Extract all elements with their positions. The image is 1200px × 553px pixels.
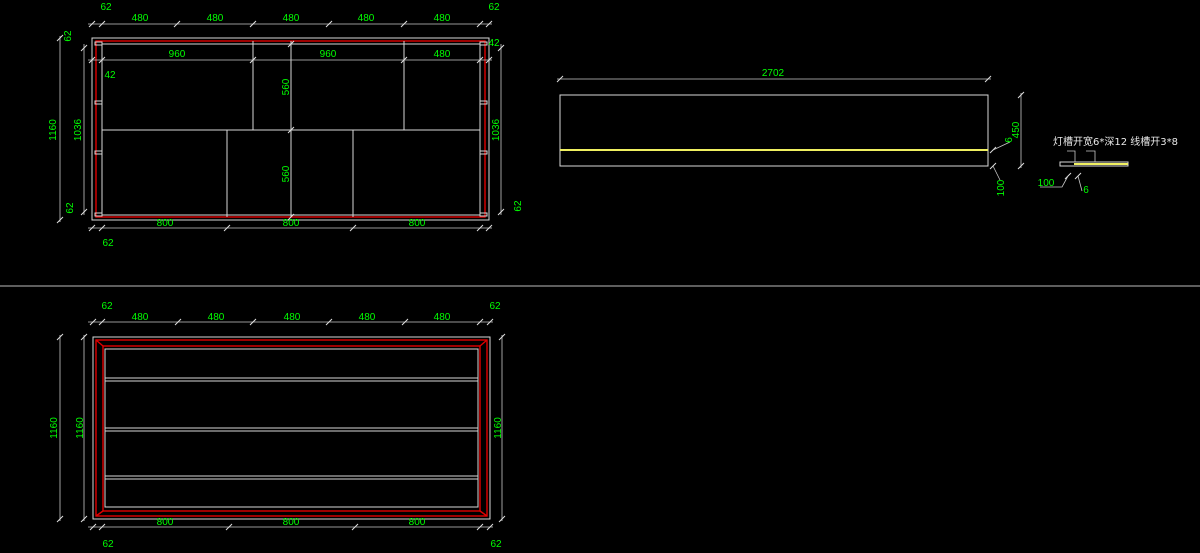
cad-line bbox=[94, 212, 103, 217]
dim-text: 800 bbox=[157, 517, 174, 528]
dim-text: 42 bbox=[488, 38, 500, 49]
dim-text: 1160 bbox=[48, 119, 59, 141]
dim-text: 480 bbox=[358, 13, 375, 24]
dim-text: 62 bbox=[101, 301, 113, 312]
cad-line bbox=[1040, 175, 1069, 188]
dim-text: 480 bbox=[132, 312, 149, 323]
cad-line bbox=[95, 510, 104, 517]
dim-text: 480 bbox=[434, 312, 451, 323]
dim-text: 1036 bbox=[491, 118, 502, 141]
dim-text: 480 bbox=[207, 13, 224, 24]
dim-text: 62 bbox=[63, 30, 74, 42]
dim-text: 800 bbox=[409, 218, 426, 229]
dim-text: 6 bbox=[1083, 185, 1089, 196]
dim-text: 800 bbox=[283, 218, 300, 229]
cad-line bbox=[992, 141, 1011, 151]
dim-text: 480 bbox=[208, 312, 225, 323]
top-view: 62 480 480 480 480 480 62 960 960 480 42… bbox=[48, 2, 524, 249]
bottom-view: 62 480 480 480 480 480 62 800 800 800 62… bbox=[49, 301, 506, 550]
cad-line bbox=[1067, 150, 1076, 162]
side-view: 2702 450 6 100 bbox=[556, 68, 1025, 196]
outer-frame bbox=[91, 37, 490, 221]
dim-text: 480 bbox=[283, 13, 300, 24]
dim-text: 1160 bbox=[49, 417, 60, 439]
cad-line bbox=[94, 41, 103, 46]
cad-line bbox=[992, 165, 1001, 181]
red-frame-inner bbox=[102, 345, 481, 512]
clips bbox=[94, 41, 488, 217]
dim-text: 2702 bbox=[762, 68, 785, 79]
dim-text: 480 bbox=[284, 312, 301, 323]
cad-line bbox=[1086, 150, 1096, 162]
dim-text: 100 bbox=[996, 179, 1007, 196]
dim-text: 1036 bbox=[73, 118, 84, 141]
dim-text: 100 bbox=[1038, 178, 1055, 189]
dim-text: 480 bbox=[132, 13, 149, 24]
dim-text: 62 bbox=[513, 200, 524, 212]
dim-text: 1160 bbox=[493, 417, 504, 439]
dim-text: 62 bbox=[102, 238, 114, 249]
dim-text: 480 bbox=[359, 312, 376, 323]
groove-note: 灯槽开宽6*深12 线槽开3*8 bbox=[1053, 135, 1178, 148]
dim-text: 42 bbox=[104, 70, 116, 81]
dim-text: 960 bbox=[320, 49, 337, 60]
dim-text: 62 bbox=[65, 202, 76, 214]
cad-line bbox=[479, 150, 488, 155]
dim-text: 62 bbox=[488, 2, 500, 13]
dim-text: 800 bbox=[409, 517, 426, 528]
shelves bbox=[105, 377, 478, 480]
groove-detail: 灯槽开宽6*深12 线槽开3*8 100 6 bbox=[1038, 135, 1178, 196]
red-frame-outer bbox=[95, 339, 488, 517]
cad-line bbox=[479, 339, 488, 347]
dim-text: 6 bbox=[1004, 137, 1015, 143]
dim-text: 1160 bbox=[75, 417, 86, 439]
dim-text: 62 bbox=[102, 539, 114, 550]
dim-text: 560 bbox=[281, 165, 292, 182]
cad-line bbox=[1077, 175, 1083, 192]
dim-text: 62 bbox=[100, 2, 112, 13]
cad-line bbox=[479, 510, 488, 517]
dim-text: 800 bbox=[157, 218, 174, 229]
dim-text: 960 bbox=[169, 49, 186, 60]
side-panel bbox=[559, 94, 989, 167]
cad-line bbox=[95, 339, 488, 517]
cad-line bbox=[479, 100, 488, 105]
dim-text: 800 bbox=[283, 517, 300, 528]
cad-line bbox=[479, 212, 488, 217]
dim-text: 480 bbox=[434, 49, 451, 60]
cad-line bbox=[94, 150, 103, 155]
cad-line bbox=[479, 41, 488, 46]
dim-text: 62 bbox=[489, 301, 501, 312]
cad-line bbox=[95, 339, 104, 347]
cad-line bbox=[94, 100, 103, 105]
dim-text: 480 bbox=[434, 13, 451, 24]
dim-text: 560 bbox=[281, 78, 292, 95]
dim-text: 450 bbox=[1011, 121, 1022, 138]
outer-frame bbox=[92, 336, 491, 520]
dim-text: 62 bbox=[490, 539, 502, 550]
